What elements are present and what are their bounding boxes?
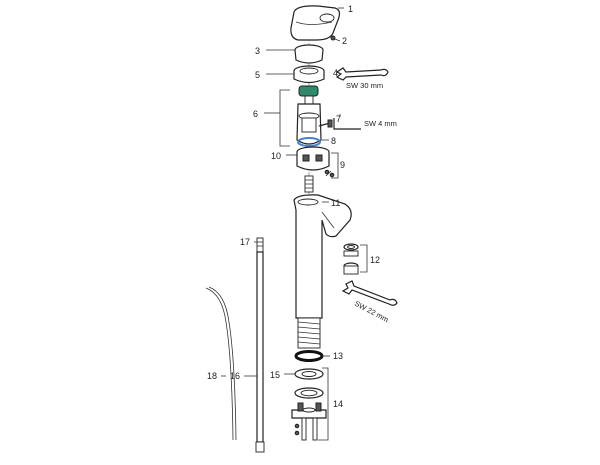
faucet-body [293, 194, 352, 319]
body-thread [297, 317, 321, 349]
callout-14: 14 [333, 399, 343, 409]
cartridge-screw [318, 119, 333, 128]
cartridge [296, 85, 322, 145]
black-o-ring [294, 350, 324, 362]
callout-3: 3 [255, 46, 260, 56]
callout-9: 9 [340, 160, 345, 170]
o-ring-blue [297, 137, 321, 147]
callout-5: 5 [255, 70, 260, 80]
tool-label-sw30: SW 30 mm [346, 81, 383, 90]
tool-label-sw4: SW 4 mm [364, 119, 397, 128]
wrench-22-mm [341, 280, 398, 306]
callout-16: 16 [230, 371, 240, 381]
callout-6: 6 [253, 109, 258, 119]
hex-key-4-mm [333, 118, 361, 130]
callout-8: 8 [331, 136, 336, 146]
supply-hose [255, 237, 265, 453]
lever-handle [290, 5, 341, 41]
cartridge-housing [296, 146, 330, 171]
wrench-30-mm [335, 67, 389, 81]
cover-ring [294, 44, 324, 64]
callout-10: 10 [271, 151, 281, 161]
callout-4: 4 [333, 68, 338, 78]
callout-13: 13 [333, 351, 343, 361]
callout-1: 1 [348, 4, 353, 14]
mounting-studs [294, 417, 318, 441]
callout-12: 12 [370, 255, 380, 265]
connection-thread [304, 175, 314, 193]
callout-11: 11 [331, 198, 340, 208]
aerator-set [343, 243, 359, 275]
flexible-hose [205, 286, 237, 441]
callout-18: 18 [207, 371, 217, 381]
callout-15: 15 [270, 370, 280, 380]
callout-2: 2 [342, 36, 347, 46]
threaded-nut [293, 65, 325, 84]
callout-7: 7 [336, 114, 341, 124]
mounting-bracket [291, 402, 327, 419]
screw-small [330, 35, 336, 41]
callout-17: 17 [240, 237, 250, 247]
small-screws [324, 169, 335, 178]
leader-lines [221, 7, 368, 441]
